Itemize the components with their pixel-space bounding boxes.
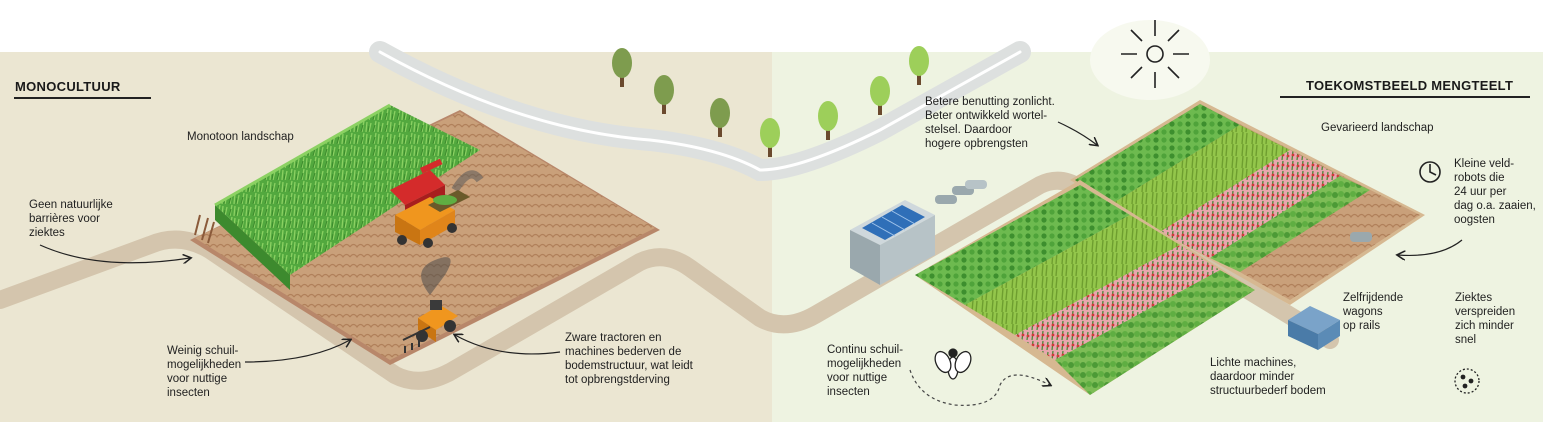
- tree-icon: [654, 75, 674, 114]
- robot-icon: [935, 180, 987, 204]
- weed-patch: [194, 214, 215, 244]
- tree-icon: [612, 48, 632, 87]
- right-title-rule: [1280, 96, 1530, 98]
- robot-icon: [1350, 232, 1372, 242]
- label-better-sunlight: Betere benutting zonlicht. Beter ontwikk…: [925, 96, 1055, 150]
- clock-icon: [1419, 161, 1441, 183]
- label-monotonous-landscape: Monotoon landschap: [187, 131, 294, 143]
- disease-spores-icon: [1454, 368, 1480, 394]
- label-continuous-shelter: Continu schuil- mogelijkheden voor nutti…: [827, 344, 904, 398]
- label-few-shelter: Weinig schuil- mogelijkheden voor nuttig…: [167, 345, 242, 399]
- label-diseases-spread-less: Ziektes verspreiden zich minder snel: [1455, 292, 1516, 346]
- tree-row: [612, 46, 929, 157]
- mixed-field-upper: [1070, 100, 1425, 305]
- label-varied-landscape: Gevarieerd landschap: [1321, 122, 1434, 134]
- tree-icon: [870, 76, 890, 115]
- tractor-icon: [402, 257, 458, 353]
- tree-icon: [760, 118, 780, 157]
- label-field-robots: Kleine veld- robots die 24 uur per dag o…: [1454, 158, 1536, 226]
- left-panel-title: MONOCULTUUR: [15, 79, 121, 94]
- label-no-natural-barriers: Geen natuurlijke barrières voor ziektes: [29, 199, 113, 239]
- pointer-arrows: [39, 121, 1463, 363]
- tree-icon: [909, 46, 929, 85]
- label-heavy-machines: Zware tractoren en machines bederven de …: [565, 332, 693, 386]
- label-light-machines: Lichte machines, daardoor minder structu…: [1210, 357, 1326, 397]
- mixed-field-lower: [915, 180, 1255, 395]
- tree-icon: [710, 98, 730, 137]
- fly-path: [909, 369, 1050, 406]
- rail-wagon-icon: [1288, 306, 1340, 350]
- sun-icon: [1121, 20, 1189, 88]
- label-rail-wagons: Zelfrijdende wagons op rails: [1343, 292, 1404, 332]
- tractor-icon: [395, 190, 470, 248]
- right-panel-title: TOEKOMSTBEELD MENGTEELT: [1306, 78, 1514, 93]
- left-title-rule: [14, 97, 151, 99]
- greenhouse-icon: [850, 200, 935, 285]
- fly-icon: [934, 348, 972, 380]
- tree-icon: [818, 101, 838, 140]
